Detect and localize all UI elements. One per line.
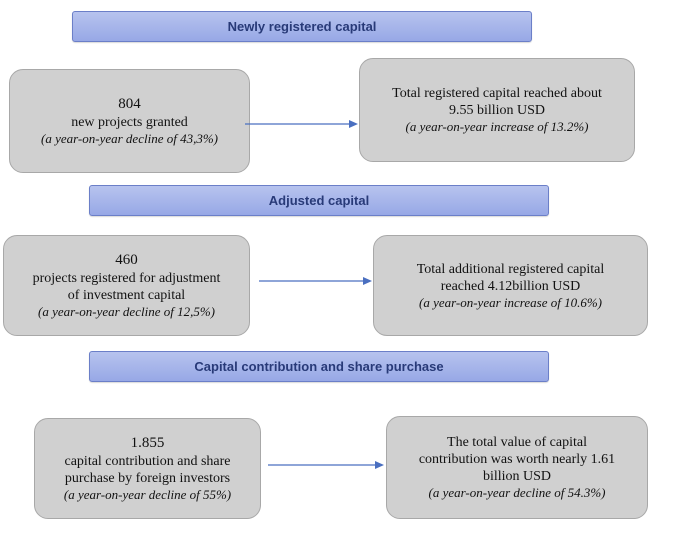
arrow-right-icon	[259, 277, 372, 285]
box-text-line: Total registered capital reached about	[392, 86, 602, 101]
box-text-line: The total value of capital	[447, 435, 587, 450]
box-text-line: Total additional registered capital	[416, 261, 605, 277]
box-note: (a year-on-year increase of 10.6%)	[418, 294, 602, 310]
box-note: (a year-on-year decline of 43,3%)	[41, 131, 218, 146]
registered-capital-box: Total registered capital reached about 9…	[359, 58, 635, 162]
section-title: Capital contribution and share purchase	[194, 359, 444, 374]
box-note: (a year-on-year increase of 13.2%)	[405, 119, 589, 134]
section-banner-newly-registered: Newly registered capital	[72, 11, 532, 42]
additional-capital-box: Total additional registered capital reac…	[373, 235, 648, 336]
box-text-line: projects registered for adjustment	[32, 271, 221, 286]
box-text-line: capital contribution and share	[64, 454, 231, 469]
contribution-value-box: The total value of capital contribution …	[386, 416, 648, 519]
arrow-right-icon	[268, 461, 384, 469]
box-text-line: reached 4.12billion USD	[440, 278, 581, 294]
box-text-line: purchase by foreign investors	[64, 471, 231, 486]
capital-contribution-box: 1.855 capital contribution and share pur…	[34, 418, 261, 519]
section-title: Newly registered capital	[227, 19, 377, 34]
box-text-line: new projects granted	[71, 115, 188, 130]
box-note: (a year-on-year decline of 12,5%)	[38, 304, 215, 319]
capital-contribution-count: 1.855	[130, 435, 165, 451]
box-text-line: billion USD	[482, 469, 552, 484]
adjustment-projects-count: 460	[115, 252, 138, 268]
section-banner-adjusted: Adjusted capital	[89, 185, 549, 216]
adjustment-projects-box: 460 projects registered for adjustment o…	[3, 235, 250, 336]
new-projects-box: 804 new projects granted (a year-on-year…	[9, 69, 250, 173]
box-note: (a year-on-year decline of 54.3%)	[428, 485, 606, 500]
section-title: Adjusted capital	[268, 193, 370, 208]
box-text-line: contribution was worth nearly 1.61	[418, 452, 616, 467]
box-note: (a year-on-year decline of 55%)	[63, 487, 232, 502]
new-projects-count: 804	[118, 96, 141, 112]
section-banner-capital-contribution: Capital contribution and share purchase	[89, 351, 549, 382]
box-text-line: 9.55 billion USD	[448, 103, 546, 118]
box-text-line: of investment capital	[67, 288, 186, 303]
arrow-right-icon	[245, 120, 358, 128]
